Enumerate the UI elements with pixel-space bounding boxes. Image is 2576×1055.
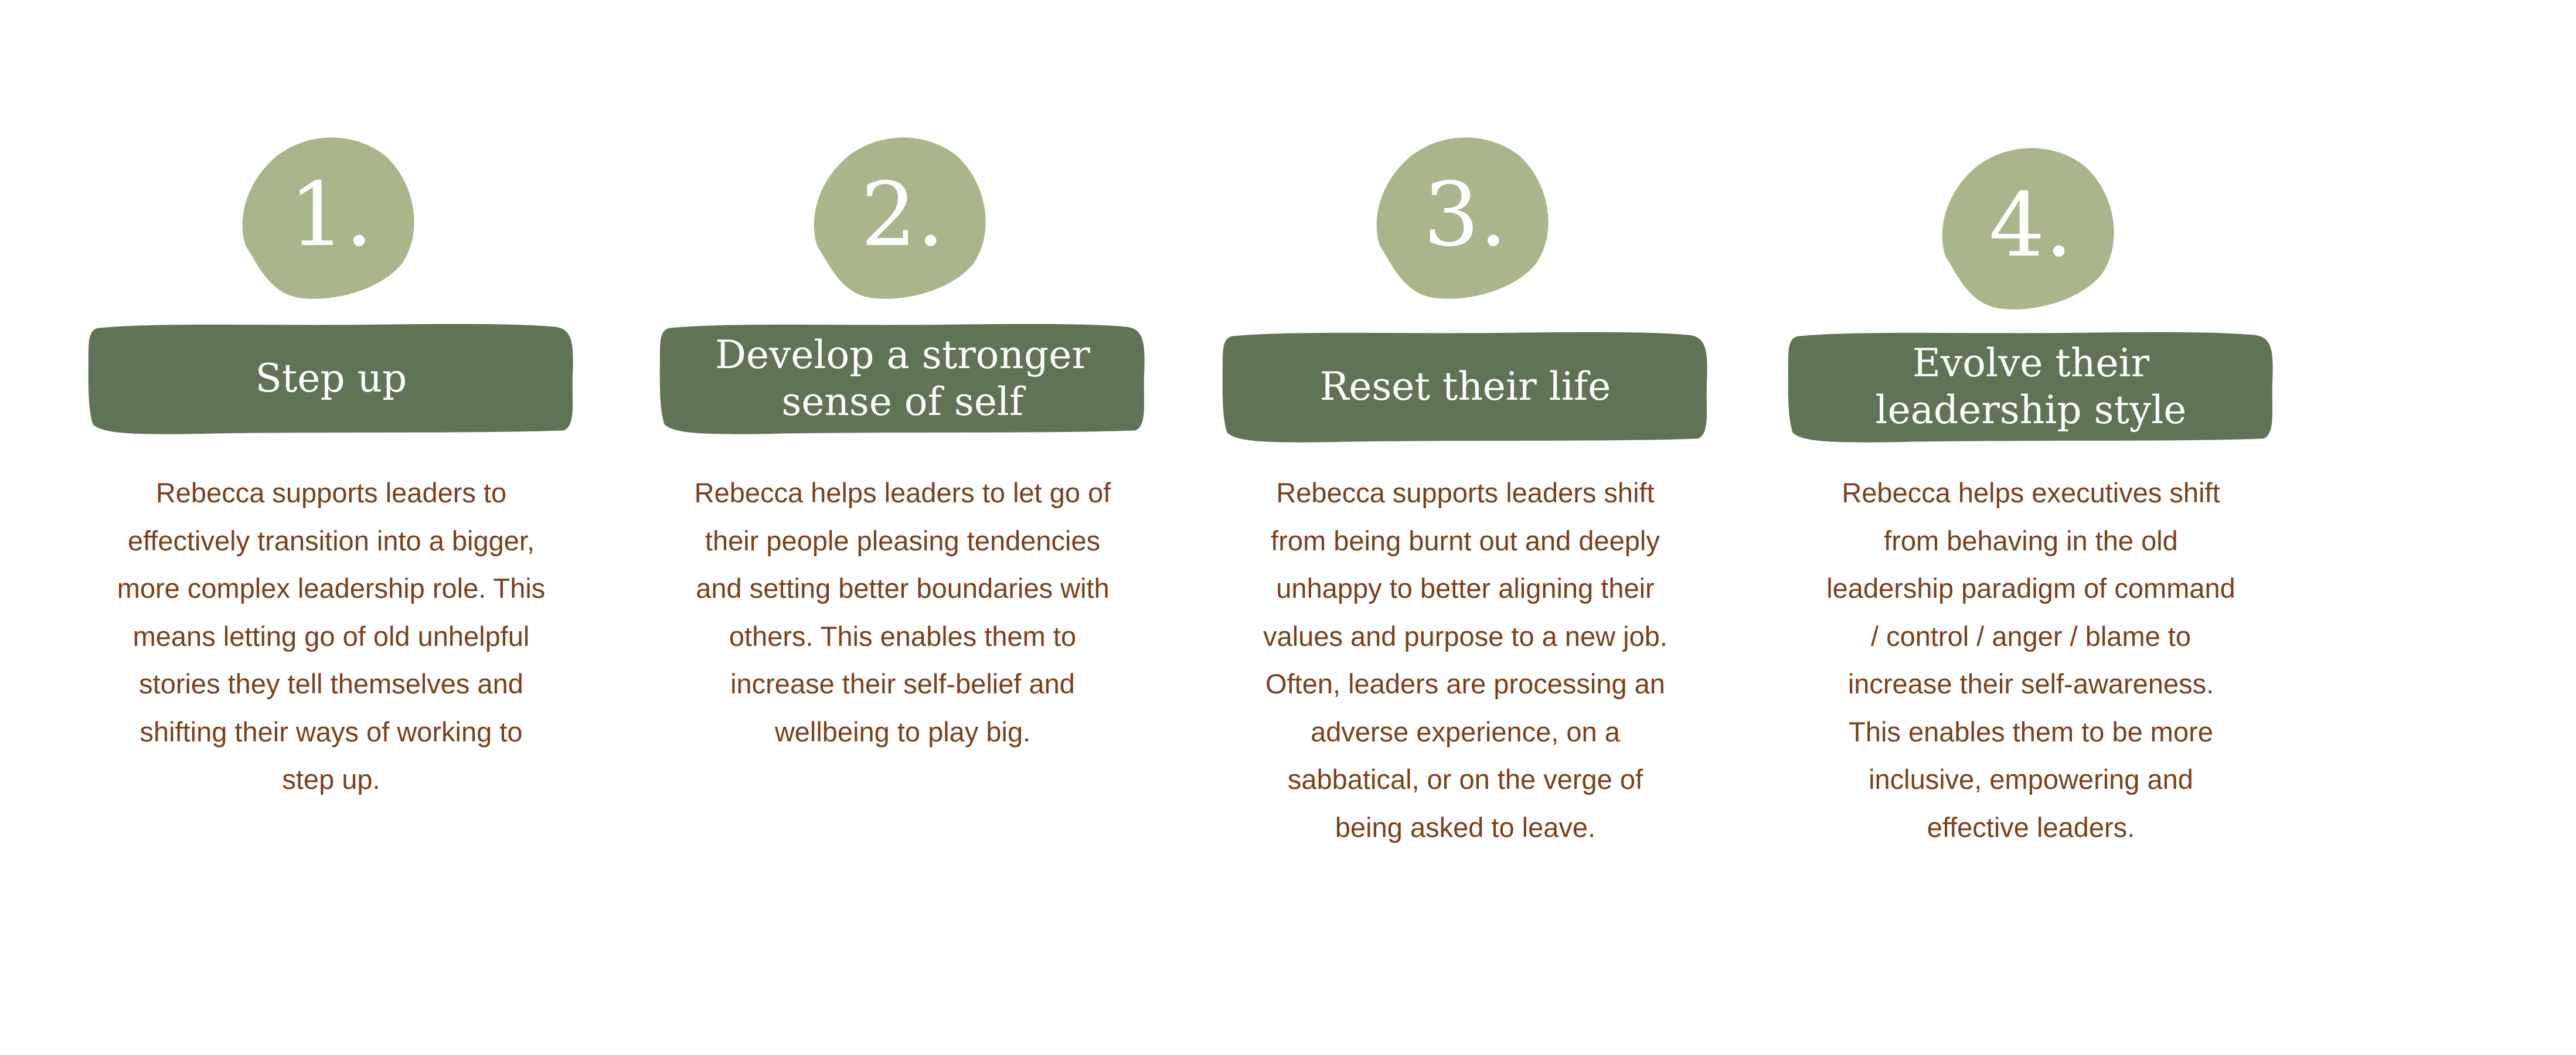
blob-shape-icon (242, 137, 414, 299)
step-description-line: from being burnt out and deeply (1271, 525, 1660, 556)
step-description-line: others. This enables them to (729, 620, 1077, 652)
step-description-line: wellbeing to play big. (774, 716, 1031, 747)
step-description-line: Rebecca helps leaders to let go of (694, 477, 1111, 508)
step-description-line: means letting go of old unhelpful (132, 620, 530, 652)
step-description-line: more complex leadership role. This (117, 573, 546, 604)
step-description-line: unhappy to better aligning their (1276, 573, 1655, 604)
step-description-line: and setting better boundaries with (696, 573, 1110, 604)
step-description-line: Often, leaders are processing an (1265, 668, 1665, 699)
step-title: Step up (86, 321, 576, 436)
step-description-line: step up. (282, 764, 380, 795)
step-description: Rebecca helps executives shift from behav… (1779, 469, 2283, 851)
blob-shape-icon (1942, 148, 2114, 309)
step-description: Rebecca helps leaders to let go of their … (651, 469, 1155, 755)
step-description-line: values and purpose to a new job. (1263, 620, 1668, 652)
number-blob: 4. (1940, 141, 2122, 316)
step-title-banner: Reset their life (1220, 329, 1710, 444)
step-description-line: sabbatical, or on the verge of (1287, 764, 1643, 795)
step-title-line: Evolve their (1912, 341, 2150, 386)
step-number: 2. (860, 164, 945, 266)
blob-shape-icon (1376, 137, 1549, 299)
step-description-line: effective leaders. (1927, 811, 2135, 843)
step-description-line: from behaving in the old (1884, 525, 2178, 556)
step-title-banner: Step up (86, 321, 576, 436)
number-blob: 3. (1374, 130, 1556, 306)
step-title: Reset their life (1220, 329, 1710, 444)
step-description-line: their people pleasing tendencies (705, 525, 1101, 556)
step-description: Rebecca supports leaders to effectively t… (79, 469, 583, 804)
step-description-line: being asked to leave. (1335, 811, 1596, 843)
step-title-line: leadership style (1875, 387, 2187, 433)
blob-shape-icon (814, 137, 986, 299)
step-column: 1. Step up Rebecca supports leaders to eff… (79, 0, 583, 1055)
step-description-line: leadership paradigm of command (1826, 573, 2235, 604)
step-number: 4. (1989, 175, 2073, 277)
step-description-line: increase their self-awareness. (1847, 668, 2214, 699)
step-description-line: Rebecca supports leaders to (155, 477, 507, 508)
banner-shape-icon (1222, 332, 1707, 443)
step-description-line: inclusive, empowering and (1869, 764, 2193, 795)
banner-shape-icon (88, 324, 573, 434)
step-description-line: effectively transition into a bigger, (127, 525, 535, 556)
step-description-line: / control / anger / blame to (1870, 620, 2191, 652)
step-description-line: Rebecca helps executives shift (1842, 477, 2220, 508)
step-description-line: stories they tell themselves and (139, 668, 523, 699)
step-number: 1. (289, 164, 373, 266)
step-description-line: Rebecca supports leaders shift (1276, 477, 1655, 508)
number-blob: 2. (812, 130, 993, 306)
number-blob: 1. (240, 130, 422, 306)
step-description-line: adverse experience, on a (1311, 716, 1620, 747)
step-description-line: This enables them to be more (1849, 716, 2213, 747)
step-title-line: Develop a stronger (715, 332, 1090, 377)
step-title-line: Reset their life (1319, 364, 1611, 409)
banner-shape-icon (1788, 332, 2273, 443)
step-description: Rebecca supports leaders shift from being… (1213, 469, 1717, 851)
banner-shape-icon (659, 324, 1145, 434)
step-title-line: Step up (255, 356, 407, 401)
step-number: 3. (1423, 164, 1508, 266)
step-description-line: increase their self-belief and (730, 668, 1075, 699)
step-description-line: shifting their ways of working to (139, 716, 523, 747)
step-title-line: sense of self (781, 379, 1024, 424)
